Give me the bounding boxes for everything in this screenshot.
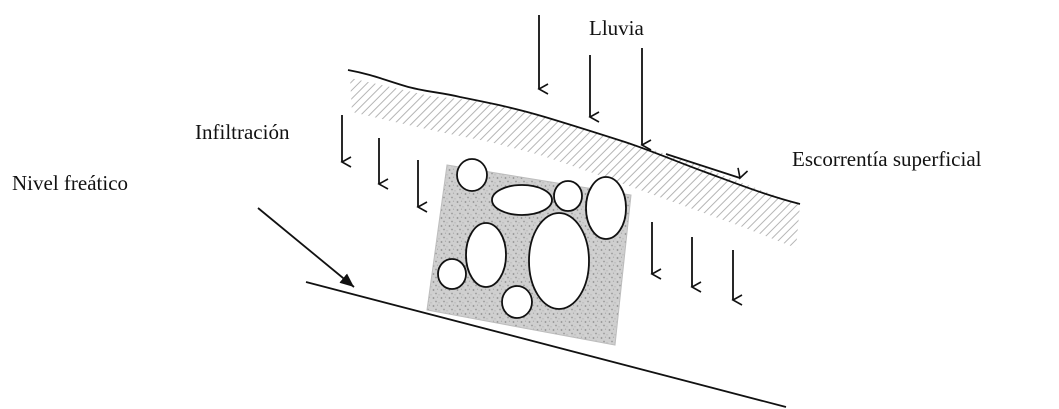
infiltration-arrows [342,115,418,207]
boulder [529,213,589,309]
boulder [438,259,466,289]
boulder [466,223,506,287]
percolation-arrows [652,222,733,300]
boulder [586,177,626,239]
runoff-label: Escorrentía superficial [792,149,982,170]
water-table-pointer-arrow [258,208,354,287]
boulder [457,159,487,191]
boulder [554,181,582,211]
infiltration-label: Infiltración [195,122,289,143]
water-table-label: Nivel freático [12,173,128,194]
boulder [492,185,552,215]
boulder [502,286,532,318]
rain-label: Lluvia [589,18,644,39]
